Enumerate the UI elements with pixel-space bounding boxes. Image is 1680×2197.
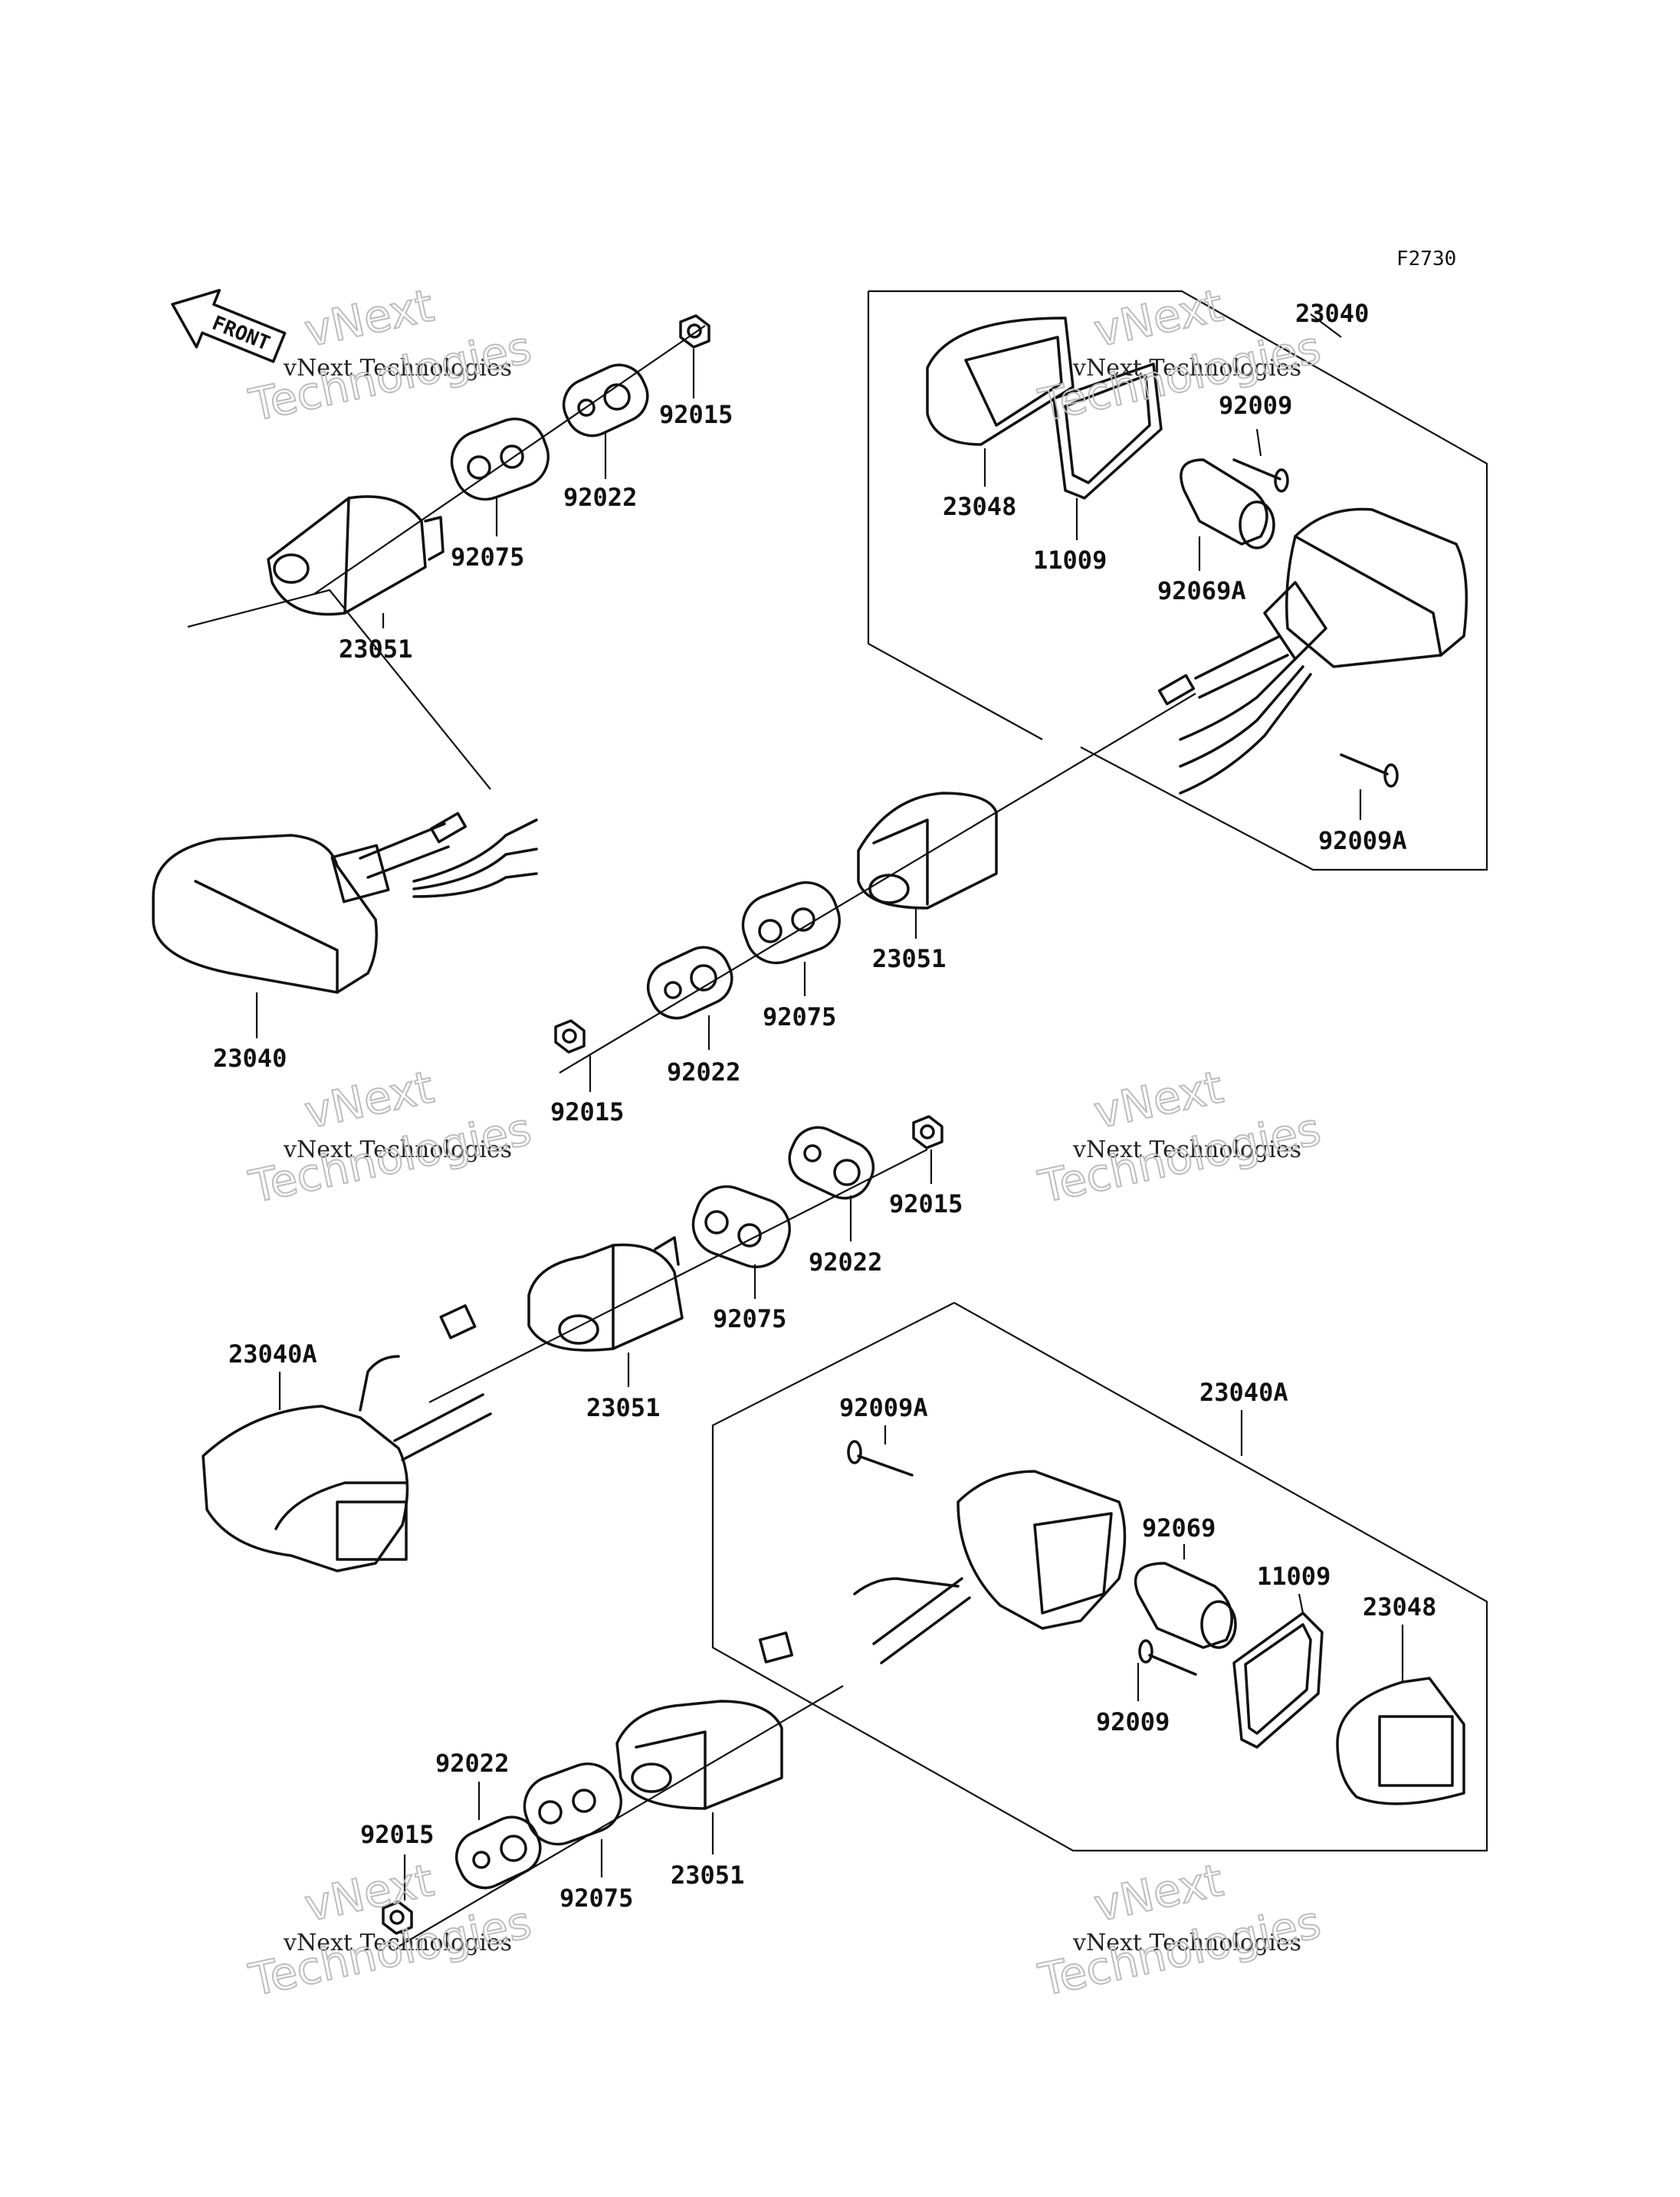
label-92069a: 92069A xyxy=(1157,576,1246,605)
svg-text:vNext Technologies: vNext Technologies xyxy=(283,1136,512,1163)
label-92069: 92069 xyxy=(1142,1513,1216,1543)
label-11009-top: 11009 xyxy=(1033,546,1107,575)
front-arrow-icon: FRONT xyxy=(171,288,287,363)
label-23051-bottom: 23051 xyxy=(671,1861,744,1890)
housing-23051-top-left xyxy=(267,495,445,616)
housing-23051-center xyxy=(857,792,998,910)
axis-line-lower xyxy=(428,1149,928,1403)
label-92015-center: 92015 xyxy=(550,1097,624,1126)
label-23040a-right: 23040A xyxy=(1199,1378,1288,1407)
label-23051-mid: 23051 xyxy=(586,1393,660,1422)
housing-23051-mid xyxy=(527,1236,684,1352)
boundary-box-lower xyxy=(711,1302,1488,1852)
label-23040a-left: 23040A xyxy=(228,1340,317,1369)
label-92015-mid: 92015 xyxy=(889,1189,963,1218)
lamp-23040-left xyxy=(152,812,538,994)
label-23051-center: 23051 xyxy=(872,944,946,973)
lamp-23040a-right-body xyxy=(758,1470,1127,1664)
axis-line-center xyxy=(559,693,1196,1074)
label-92015: 92015 xyxy=(659,400,733,429)
label-92075-bottom: 92075 xyxy=(559,1884,633,1913)
label-92022-center: 92022 xyxy=(667,1058,740,1087)
lens-23048-top xyxy=(926,316,1075,446)
axis-line xyxy=(313,325,706,595)
label-92075-mid: 92075 xyxy=(713,1304,786,1333)
plate-92022-center xyxy=(646,946,733,1020)
housing-23051-bottom xyxy=(615,1700,783,1810)
gasket-11009-bottom xyxy=(1232,1612,1324,1749)
label-23051: 23051 xyxy=(339,635,412,664)
nut-92015-top-left xyxy=(679,314,710,349)
label-92015-bottom: 92015 xyxy=(360,1820,434,1849)
screw-92009-top xyxy=(1232,458,1289,493)
screw-92009a-bottom xyxy=(847,1440,914,1477)
label-11009-bottom: 11009 xyxy=(1257,1562,1331,1591)
bulb-92069 xyxy=(1134,1562,1237,1649)
svg-text:vNext Technologies: vNext Technologies xyxy=(1072,1930,1301,1956)
label-23040-right: 23040 xyxy=(1295,299,1369,328)
label-92022: 92022 xyxy=(563,483,637,512)
grommet-92075-bottom xyxy=(523,1763,622,1846)
label-92009-top: 92009 xyxy=(1219,391,1292,420)
svg-text:vNext Technologies: vNext Technologies xyxy=(283,355,512,382)
plate-92022-mid xyxy=(788,1126,875,1200)
svg-text:vNext Technologies: vNext Technologies xyxy=(1072,355,1301,382)
leader-line xyxy=(187,589,491,790)
svg-text:vNext Technologies: vNext Technologies xyxy=(283,1930,512,1956)
axis-line-bottom xyxy=(398,1685,844,1947)
svg-text:vNext Technologies: vNext Technologies xyxy=(1072,1136,1301,1163)
grommet-92075-mid xyxy=(691,1185,791,1268)
screw-92009a-top xyxy=(1340,753,1399,788)
label-23040-left: 23040 xyxy=(213,1044,287,1073)
nut-92015-bottom xyxy=(382,1900,413,1935)
label-92075: 92075 xyxy=(451,543,524,572)
boundary-box xyxy=(868,290,1488,871)
label-23048-top: 23048 xyxy=(943,492,1016,521)
nut-92015-mid xyxy=(912,1115,943,1149)
label-92009a-bottom: 92009A xyxy=(839,1393,928,1422)
label-92075-center: 92075 xyxy=(763,1002,836,1031)
label-92022-mid: 92022 xyxy=(809,1248,882,1277)
lamp-23040-right xyxy=(1157,507,1468,795)
grommet-92075-top-left xyxy=(450,418,550,501)
label-92009-bottom: 92009 xyxy=(1096,1707,1170,1736)
lens-23048-bottom xyxy=(1336,1677,1465,1805)
grommet-92075-center xyxy=(741,881,841,965)
screw-92009-bottom xyxy=(1138,1639,1197,1676)
bulb-92069a xyxy=(1180,458,1275,549)
label-23048-bottom: 23048 xyxy=(1363,1592,1436,1622)
nut-92015-center xyxy=(554,1019,586,1054)
label-92009a-top: 92009A xyxy=(1318,826,1407,855)
plate-92022-bottom xyxy=(454,1815,542,1890)
plate-92022-top-left xyxy=(562,363,649,438)
label-92022-bottom: 92022 xyxy=(435,1749,509,1778)
diagram-code: F2730 xyxy=(1396,248,1456,271)
gasket-11009-top xyxy=(1052,362,1163,500)
lamp-23040a-left xyxy=(202,1304,492,1572)
